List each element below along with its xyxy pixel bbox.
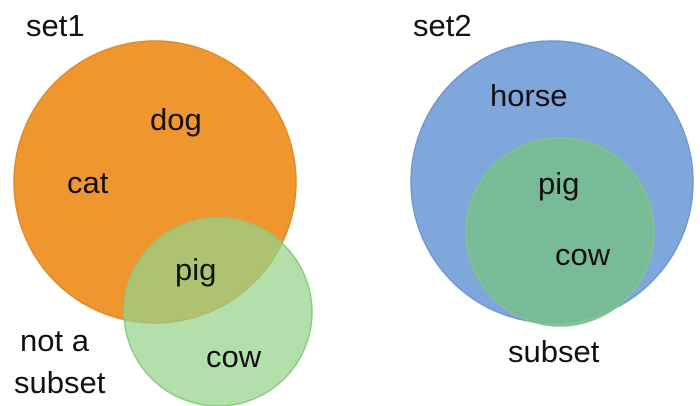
subset-circle	[465, 137, 655, 327]
pig-inner-label: pig	[538, 166, 579, 201]
horse-label: horse	[490, 78, 568, 113]
dog-label: dog	[150, 102, 202, 137]
not-subset-circle	[123, 217, 313, 406]
cow-label: cow	[206, 339, 262, 374]
cat-label: cat	[67, 165, 109, 200]
set1-label: set1	[26, 8, 85, 43]
subset-caption-left: subset	[14, 365, 106, 400]
set2-label: set2	[413, 8, 472, 43]
subset-caption-right: subset	[508, 334, 600, 369]
pig-overlap-label: pig	[175, 252, 216, 287]
cow-inner-label: cow	[555, 237, 611, 272]
not-a-caption: not a	[20, 323, 90, 358]
